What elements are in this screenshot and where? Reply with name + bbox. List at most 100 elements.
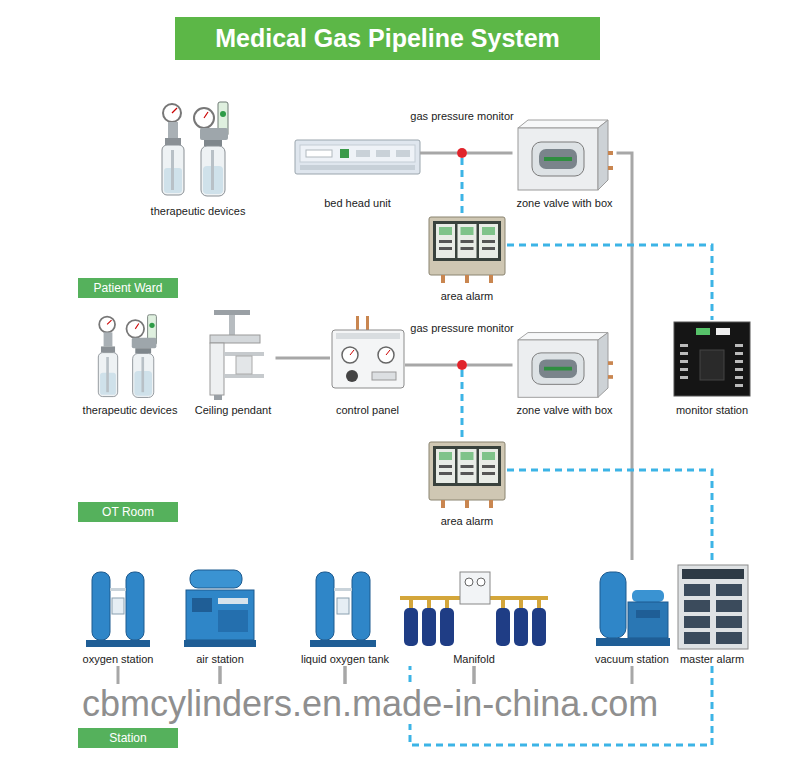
gas-pipe: [467, 364, 513, 367]
gas-pipe: [405, 364, 457, 367]
caption-group: Manifold: [398, 653, 550, 666]
air-station-illustration: [190, 570, 242, 588]
manifold-illustration: [477, 578, 485, 586]
device-caption: therapeutic devices: [83, 404, 178, 417]
master-alarm-illustration: [684, 616, 710, 628]
liquid-oxygen-tank: liquid oxygen tank: [297, 565, 393, 666]
section-band: OT Room: [78, 502, 178, 522]
manifold-illustration: [537, 600, 541, 608]
manifold-illustration: [519, 600, 523, 608]
device-caption: zone valve with box: [517, 197, 613, 210]
signal-line: [507, 245, 712, 320]
vacuum-station-illustration: [596, 638, 670, 646]
therapeutic-device-illustration: [98, 102, 228, 397]
master-alarm-illustration: [684, 632, 710, 644]
caption-group: therapeutic devices: [80, 404, 180, 417]
air-station-illustration: [218, 598, 248, 604]
control-panel-illustration: [372, 372, 396, 380]
section-band: Station: [78, 728, 178, 748]
oxygen-station-illustration: [86, 572, 150, 647]
caption-group: master alarm: [676, 653, 748, 666]
monitor-station-illustration: [696, 328, 710, 335]
master-alarm-illustration: [716, 600, 742, 612]
section-label: Patient Ward: [94, 278, 163, 298]
zone-valve-box: zone valve with box: [513, 113, 617, 210]
monitor-station-illustration: [680, 360, 688, 363]
air-station-illustration: [184, 640, 256, 647]
master-alarm-illustration: [716, 616, 742, 628]
caption-group: gas pressure monitor: [410, 110, 513, 123]
vacuum-station-illustration: [636, 610, 660, 618]
section-label: OT Room: [102, 502, 154, 522]
liquid-oxygen-tank-illustration: [352, 572, 370, 640]
device-caption: liquid oxygen tank: [301, 653, 389, 666]
caption-group: control panel: [330, 404, 405, 417]
vacuum-station: vacuum station: [592, 560, 672, 666]
monitor-station-illustration: [735, 360, 743, 363]
master-alarm-illustration: [682, 569, 744, 579]
liquid-oxygen-tank-illustration: [310, 572, 376, 647]
air-station: air station: [184, 565, 256, 666]
ceiling-pendant-illustration: [210, 335, 260, 343]
gas-pressure-monitor: gas pressure monitor: [457, 360, 467, 370]
ceiling-pendant: Ceiling pendant: [191, 310, 276, 417]
air-station-illustration: [184, 570, 256, 647]
oxygen-station: oxygen station: [79, 562, 158, 666]
monitor-station: monitor station: [672, 320, 752, 417]
oxygen-station-illustration: [110, 588, 126, 591]
air-station-illustration: [192, 598, 212, 612]
manifold-illustration: [465, 578, 473, 586]
control-panel-illustration: [378, 347, 394, 363]
signal-line: [507, 470, 712, 563]
device-caption: vacuum station: [595, 653, 669, 666]
oxygen-station-illustration: [126, 572, 144, 640]
area-alarm: area alarm: [427, 215, 507, 303]
gas-pipe: [420, 152, 457, 155]
area-alarm-illustration: [429, 217, 505, 508]
monitor-station-illustration: [735, 376, 743, 379]
bed-head-unit-illustration: [295, 140, 420, 174]
master-alarm: master alarm: [676, 563, 748, 666]
caption-group: therapeutic devices: [148, 205, 248, 218]
monitor-station-illustration: [735, 368, 743, 371]
caption-group: monitor station: [672, 404, 752, 417]
manifold-illustration: [532, 608, 546, 646]
manifold-illustration: [400, 572, 548, 646]
device-caption: oxygen station: [83, 653, 154, 666]
vacuum-station-illustration: [632, 590, 664, 602]
monitor-station-illustration: [700, 350, 724, 380]
zone-valve-illustration: [518, 120, 613, 190]
device-caption: air station: [196, 653, 244, 666]
monitor-station-illustration: [680, 368, 688, 371]
gas-pipe: [467, 152, 513, 155]
vacuum-station-illustration: [596, 572, 670, 646]
control-panel: control panel: [330, 318, 405, 417]
device-caption: monitor station: [676, 404, 748, 417]
ceiling-pendant-illustration: [224, 374, 264, 378]
ceiling-pendant-illustration: [210, 343, 224, 395]
gas-pipe: [617, 153, 633, 560]
monitor-station-illustration: [735, 384, 743, 387]
caption-group: zone valve with box: [513, 197, 617, 210]
caption-group: gas pressure monitor: [410, 322, 513, 335]
master-alarm-illustration: [684, 584, 710, 596]
air-station-illustration: [186, 590, 254, 640]
manifold-illustration: [496, 608, 510, 646]
device-caption: bed head unit: [324, 197, 391, 210]
vacuum-station-illustration: [628, 602, 668, 638]
therapeutic-device-illustration: [98, 315, 156, 398]
zone-valve-illustration: [518, 120, 613, 397]
monitor-station-illustration: [674, 322, 750, 396]
manifold-illustration: [501, 600, 505, 608]
bed-head-unit-illustration: [300, 145, 415, 162]
manifold-illustration: [409, 600, 413, 608]
master-alarm-illustration: [716, 584, 742, 596]
control-panel-illustration: [332, 330, 404, 388]
device-caption: gas pressure monitor: [410, 322, 513, 335]
area-alarm-illustration: [429, 442, 505, 508]
caption-group: liquid oxygen tank: [297, 653, 393, 666]
vacuum-station-illustration: [600, 572, 626, 638]
title-text: Medical Gas Pipeline System: [215, 17, 560, 60]
control-panel-illustration: [336, 333, 400, 339]
